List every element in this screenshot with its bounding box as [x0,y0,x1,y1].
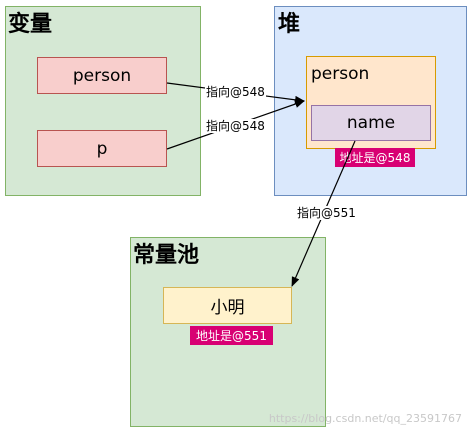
edge-label-p: 指向@548 [205,119,266,133]
edge-label-person: 指向@548 [205,85,266,99]
constant-pool-region-title: 常量池 [133,243,200,268]
constant-address-badge: 地址是@551 [190,326,273,345]
person-object-label: person [311,64,370,84]
person-variable-box: person [37,57,167,94]
constant-value-box: 小明 [163,287,292,324]
heap-region-title: 堆 [278,12,301,37]
name-field-box: name [311,105,431,141]
watermark: https://blog.csdn.net/qq_23591767 [268,412,462,425]
p-variable-box: p [37,130,167,167]
heap-address-badge: 地址是@548 [335,148,415,167]
variables-region-title: 变量 [8,12,53,37]
edge-label-name: 指向@551 [296,206,357,220]
